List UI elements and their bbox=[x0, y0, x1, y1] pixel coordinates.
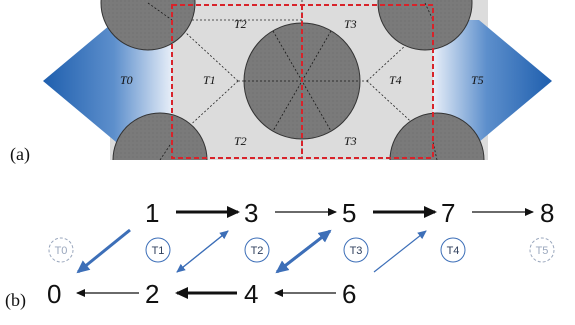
region-t5-triangle bbox=[433, 20, 552, 142]
panel-label-b: (b) bbox=[5, 290, 26, 311]
transition-t5: T5 bbox=[529, 237, 555, 263]
arrow-1-0 bbox=[76, 228, 131, 274]
transition-label-t4: T4 bbox=[447, 245, 460, 257]
arrow-6-7 bbox=[373, 230, 427, 273]
arrow-5-4 bbox=[275, 229, 331, 274]
panel-a-geometry: T0 T1 T2 T2 T3 T3 T4 T5 bbox=[43, 0, 552, 160]
arrow-3-2 bbox=[176, 230, 229, 273]
region-label-t0: T0 bbox=[120, 73, 133, 87]
state-5: 5 bbox=[342, 198, 356, 228]
region-label-t5: T5 bbox=[471, 73, 484, 87]
transition-t2: T2 bbox=[244, 237, 270, 263]
state-7: 7 bbox=[441, 198, 455, 228]
region-label-t3-bottom: T3 bbox=[344, 134, 357, 148]
state-0: 0 bbox=[47, 279, 61, 309]
panel-b-graph: 1 3 5 7 8 0 2 4 6 T0 T1 bbox=[47, 198, 555, 309]
state-1: 1 bbox=[145, 198, 159, 228]
transition-label-t1: T1 bbox=[152, 245, 165, 257]
region-label-t2-bottom: T2 bbox=[234, 134, 247, 148]
transition-t4: T4 bbox=[440, 237, 466, 263]
transition-label-t3: T3 bbox=[350, 245, 363, 257]
region-t0-triangle bbox=[43, 20, 172, 142]
disk-bottom-right bbox=[389, 112, 485, 160]
state-8: 8 bbox=[540, 198, 554, 228]
disk-top-right bbox=[377, 0, 473, 51]
state-3: 3 bbox=[244, 198, 258, 228]
transition-t0: T0 bbox=[48, 237, 74, 263]
transition-label-t2: T2 bbox=[251, 245, 264, 257]
disk-bottom-left bbox=[112, 112, 208, 160]
region-label-t3-top: T3 bbox=[344, 17, 357, 31]
region-label-t2-top: T2 bbox=[234, 17, 247, 31]
state-4: 4 bbox=[244, 279, 258, 309]
state-2: 2 bbox=[145, 279, 159, 309]
transition-label-t0: T0 bbox=[55, 245, 68, 257]
region-label-t4: T4 bbox=[389, 73, 402, 87]
transition-label-t5: T5 bbox=[536, 245, 549, 257]
transition-t1: T1 bbox=[145, 237, 171, 263]
transition-t3: T3 bbox=[343, 237, 369, 263]
region-label-t1: T1 bbox=[203, 73, 216, 87]
panel-label-a: (a) bbox=[10, 144, 30, 165]
state-6: 6 bbox=[342, 279, 356, 309]
